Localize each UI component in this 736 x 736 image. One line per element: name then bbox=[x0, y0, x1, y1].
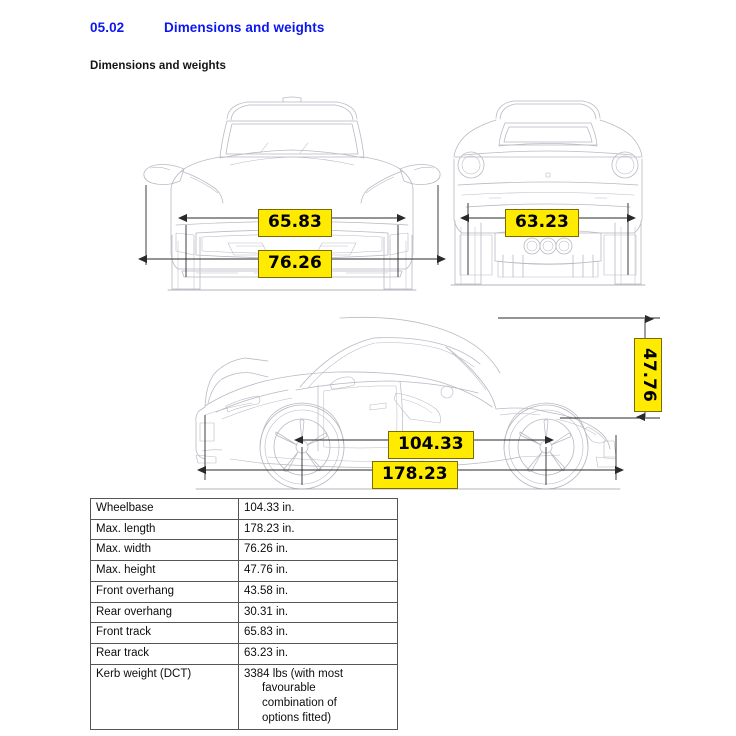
row-label: Wheelbase bbox=[90, 498, 239, 520]
row-value: 43.58 in. bbox=[238, 580, 398, 603]
subsection-title: Dimensions and weights bbox=[90, 60, 226, 72]
kerb-weight-line-4: options fitted) bbox=[262, 711, 332, 724]
dimension-figure: 65.83 76.26 63.23 47.76 104.33 178.23 bbox=[0, 85, 736, 490]
kerb-weight-line-2: favourable bbox=[262, 682, 316, 695]
table-row: Rear track 63.23 in. bbox=[90, 643, 398, 665]
table-row: Front track 65.83 in. bbox=[90, 622, 398, 645]
document-header: 05.02 Dimensions and weights bbox=[90, 20, 650, 40]
row-label: Front track bbox=[90, 622, 239, 645]
table-row-kerb-weight: Kerb weight (DCT) 3384 lbs (with most fa… bbox=[90, 663, 398, 730]
row-value: 76.26 in. bbox=[238, 539, 398, 562]
row-label: Rear track bbox=[90, 643, 239, 665]
row-value: 47.76 in. bbox=[238, 560, 398, 582]
row-value: 3384 lbs (with most favourable combinati… bbox=[238, 663, 398, 730]
table-row: Max. width 76.26 in. bbox=[90, 539, 398, 562]
technical-drawing-svg bbox=[138, 96, 660, 490]
section-title: Dimensions and weights bbox=[164, 20, 325, 35]
kerb-weight-line-1: 3384 lbs (with most bbox=[244, 667, 344, 680]
max-height-callout: 47.76 bbox=[634, 338, 662, 412]
row-label: Kerb weight (DCT) bbox=[90, 663, 239, 730]
row-value: 178.23 in. bbox=[238, 518, 398, 541]
max-length-callout: 178.23 bbox=[372, 461, 458, 489]
dimensions-spec-table: Wheelbase 104.33 in. Max. length 178.23 … bbox=[90, 498, 398, 730]
row-label: Max. width bbox=[90, 539, 239, 562]
row-value: 104.33 in. bbox=[238, 498, 398, 520]
row-label: Front overhang bbox=[90, 580, 239, 603]
front-track-callout: 65.83 bbox=[258, 209, 332, 237]
row-label: Rear overhang bbox=[90, 601, 239, 624]
kerb-weight-line-3: combination of bbox=[262, 697, 337, 710]
row-value: 30.31 in. bbox=[238, 601, 398, 624]
table-row: Max. height 47.76 in. bbox=[90, 560, 398, 582]
rear-track-callout: 63.23 bbox=[505, 209, 579, 237]
row-value: 63.23 in. bbox=[238, 643, 398, 665]
row-value: 65.83 in. bbox=[238, 622, 398, 645]
rear-view bbox=[450, 100, 646, 286]
side-view bbox=[195, 316, 621, 490]
table-row: Front overhang 43.58 in. bbox=[90, 580, 398, 603]
row-label: Max. height bbox=[90, 560, 239, 582]
row-label: Max. length bbox=[90, 518, 239, 541]
section-number: 05.02 bbox=[90, 20, 125, 35]
table-row: Rear overhang 30.31 in. bbox=[90, 601, 398, 624]
wheelbase-callout: 104.33 bbox=[388, 431, 474, 459]
max-width-callout: 76.26 bbox=[258, 250, 332, 278]
table-row: Max. length 178.23 in. bbox=[90, 518, 398, 541]
table-row: Wheelbase 104.33 in. bbox=[90, 498, 398, 520]
